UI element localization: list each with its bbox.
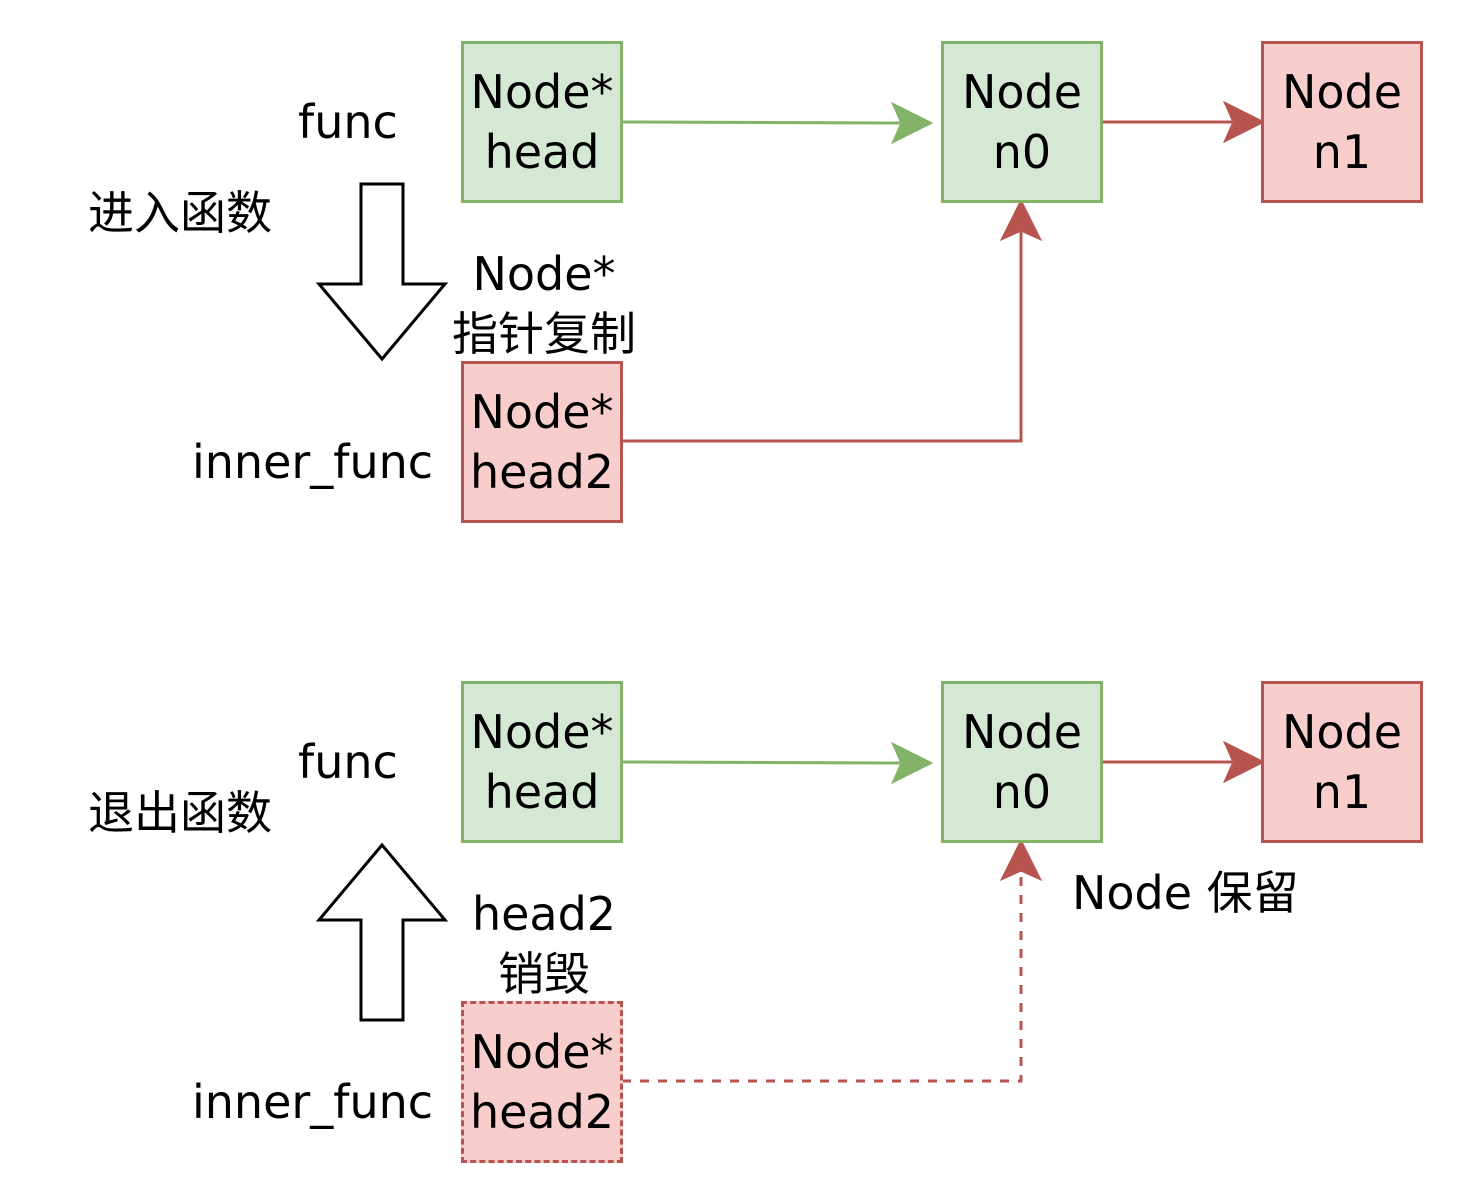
top-n0-line1: Node [961,65,1083,119]
bottom-func-label: func [298,735,398,789]
bottom-head2-line2: head2 [469,1085,615,1139]
top-action-label: 进入函数 [88,186,272,240]
top-head-node[interactable]: Node* head [461,41,623,203]
top-n1-node[interactable]: Node n1 [1261,41,1423,203]
bottom-inner-func-label: inner_func [192,1075,434,1129]
top-n0-node[interactable]: Node n0 [941,41,1103,203]
bottom-head-line1: Node* [470,705,614,759]
up-block-arrow [315,842,449,1022]
copy-label-line1: Node* [472,247,616,301]
bottom-n0-line2: n0 [992,765,1052,819]
bottom-n1-node[interactable]: Node n1 [1261,681,1423,843]
edge-n0-to-n1-bottom [1102,740,1266,784]
bottom-n1-line2: n1 [1312,765,1372,819]
bottom-head2-node-destroyed[interactable]: Node* head2 [461,1001,623,1163]
top-inner-func-label: inner_func [192,435,434,489]
bottom-n1-line1: Node [1281,705,1403,759]
bottom-keep-label: Node 保留 [1072,866,1299,920]
bottom-n0-node[interactable]: Node n0 [941,681,1103,843]
down-block-arrow [315,182,449,362]
top-head-line2: head [484,125,600,179]
top-head-line1: Node* [470,65,614,119]
bottom-head-line2: head [484,765,600,819]
destroy-label-line2: 销毁 [498,947,590,1001]
edge-head2-to-n0-bottom-dashed [622,838,1043,1083]
destroy-label-line1: head2 [471,887,617,941]
top-func-label: func [298,95,398,149]
top-n1-line2: n1 [1312,125,1372,179]
edge-n0-to-n1-top [1102,100,1266,144]
bottom-n0-line1: Node [961,705,1083,759]
bottom-head-node[interactable]: Node* head [461,681,623,843]
top-n0-line2: n0 [992,125,1052,179]
top-head2-line2: head2 [469,445,615,499]
top-copy-label: Node* 指针复制 [446,245,642,365]
bottom-head2-line1: Node* [470,1025,614,1079]
edge-head2-to-n0-top [622,198,1043,443]
top-head2-node[interactable]: Node* head2 [461,361,623,523]
top-head2-line1: Node* [470,385,614,439]
bottom-destroy-label: head2 销毁 [446,885,642,1005]
top-n1-line1: Node [1281,65,1403,119]
copy-label-line2: 指针复制 [452,307,636,361]
edge-head-to-n0-bottom [621,741,934,785]
bottom-action-label: 退出函数 [88,786,272,840]
edge-head-to-n0-top [621,101,934,145]
